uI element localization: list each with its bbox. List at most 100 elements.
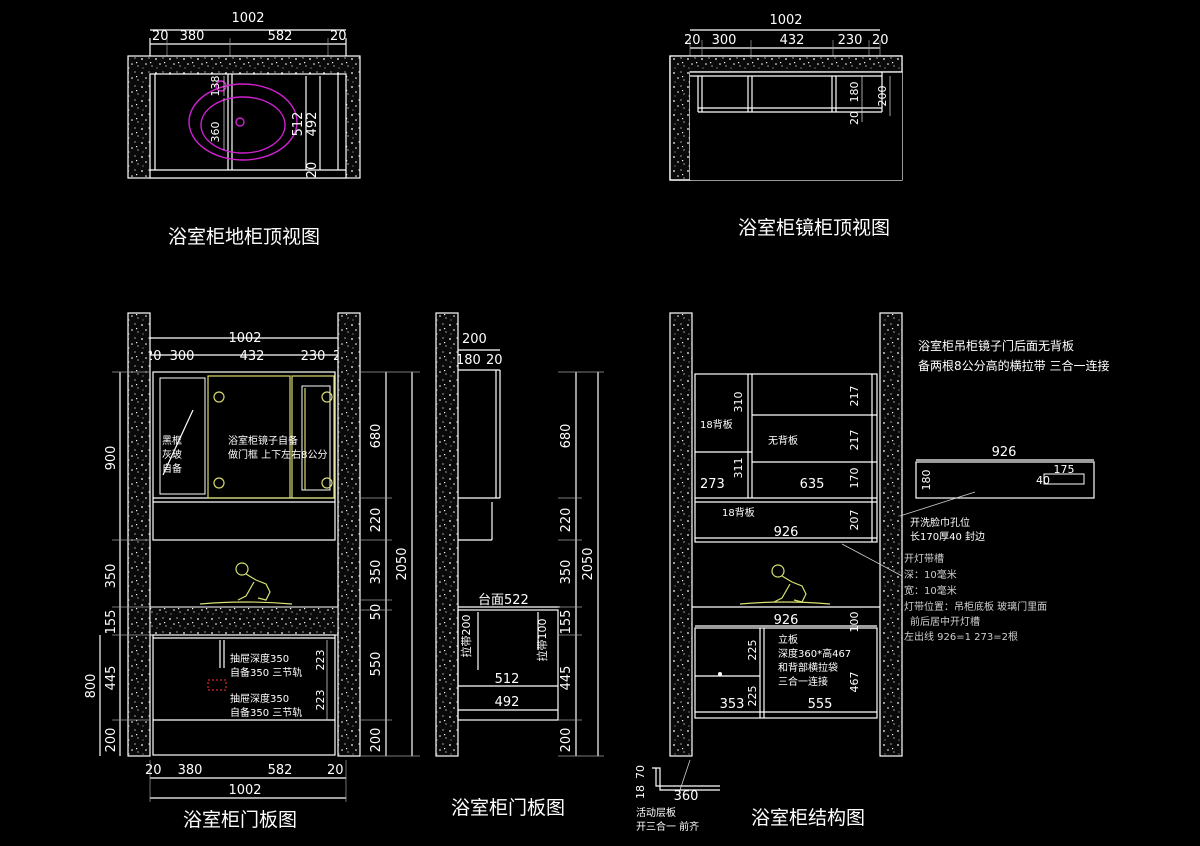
dim-2050: 2050 <box>395 547 410 580</box>
dim-926: 926 <box>774 613 799 628</box>
title-door-panel-side: 浴室柜门板图 <box>451 797 565 819</box>
dim-total-width: 1002 <box>228 331 261 346</box>
note-riser: 三合一连接 <box>778 675 828 688</box>
dim-800: 800 <box>84 674 99 699</box>
dim-200: 200 <box>462 332 487 347</box>
dim-926-detail: 926 <box>992 445 1017 460</box>
dim-2050: 2050 <box>581 547 596 580</box>
dim-part: 582 <box>268 29 293 44</box>
dim-50: 50 <box>369 604 384 621</box>
note-light-strip: 左出线 926=1 273=2根 <box>904 630 1018 643</box>
dim-217: 217 <box>848 386 861 407</box>
title-base-top-view: 浴室柜地柜顶视图 <box>168 226 320 248</box>
note-light-strip: 宽：10毫米 <box>904 584 957 597</box>
dim-467: 467 <box>848 672 861 693</box>
dim-70: 70 <box>634 765 647 779</box>
dim-360: 360 <box>209 122 222 143</box>
pull-band-right: 拉带100 <box>535 619 549 662</box>
note-drawer-rail: 自备350 三节轨 <box>230 706 302 719</box>
dim-100: 100 <box>848 612 861 633</box>
dim-217: 217 <box>848 430 861 451</box>
dim-220: 220 <box>559 508 574 533</box>
dim-200: 200 <box>104 728 119 753</box>
door-panel-front-elevation: 1002 20 300 432 230 20 黑框 灰玻 自备 浴室柜镜子自备 … <box>84 312 420 802</box>
dim-350: 350 <box>559 560 574 585</box>
dim-18: 18 <box>634 785 647 799</box>
note-light-strip: 前后居中开灯槽 <box>910 615 980 628</box>
dim-350: 350 <box>104 564 119 589</box>
dim-20: 20 <box>486 353 503 368</box>
dim-part: 20 <box>152 29 169 44</box>
dim-353: 353 <box>720 697 745 712</box>
dim-part: 432 <box>780 33 805 48</box>
dim-492: 492 <box>495 695 520 710</box>
note-shelf: 活动层板 <box>636 806 676 819</box>
dim-180: 180 <box>920 470 933 491</box>
dim-512: 512 <box>495 672 520 687</box>
dim-200: 200 <box>559 728 574 753</box>
counter-label: 台面522 <box>478 593 529 608</box>
dim-170: 170 <box>848 468 861 489</box>
dim-180: 180 <box>456 353 481 368</box>
pull-band-left: 拉带200 <box>459 615 473 658</box>
basin-outline <box>188 80 298 161</box>
note-riser: 深度360*高467 <box>778 647 851 660</box>
dim-207: 207 <box>848 510 861 531</box>
dim-492: 492 <box>305 112 320 137</box>
mirror-cabinet-top-view: 1002 20 300 432 230 20 20 180 200 <box>669 13 903 181</box>
note-no-back-panel: 浴室柜吊柜镜子门后面无背板 <box>918 338 1074 353</box>
faucet-symbol <box>739 564 831 605</box>
dim-512: 512 <box>291 112 306 137</box>
note-glass: 灰玻 <box>162 448 182 461</box>
dim-200: 200 <box>876 86 889 107</box>
note-riser: 和背部横拉袋 <box>778 661 838 674</box>
base-cabinet-top-view: 1002 20 380 582 20 138 360 512 492 20 <box>127 11 361 179</box>
note-mirror: 浴室柜镜子自备 <box>228 434 298 447</box>
note-drawer-depth: 抽屉深度350 <box>230 652 289 665</box>
dim-223: 223 <box>314 650 327 671</box>
dim-part: 20 <box>330 29 347 44</box>
dim-part: 20 <box>872 33 889 48</box>
dim-155: 155 <box>104 610 119 635</box>
dim-part: 20 <box>684 33 701 48</box>
note-pull-band: 备两根8公分高的横拉带 三合一连接 <box>918 358 1109 373</box>
dim-220: 220 <box>369 508 384 533</box>
dim-360: 360 <box>674 789 699 804</box>
title-structure: 浴室柜结构图 <box>751 807 865 829</box>
dim-155: 155 <box>559 610 574 635</box>
dim-part: 300 <box>712 33 737 48</box>
dim-223: 223 <box>314 690 327 711</box>
note-hole: 开洗脸巾孔位 <box>910 516 970 529</box>
dim-part: 20 <box>327 763 344 778</box>
dim-680: 680 <box>369 424 384 449</box>
note-light-strip: 灯带位置：吊柜底板 玻璃门里面 <box>904 600 1047 613</box>
note-glass: 自备 <box>162 462 182 475</box>
note-light-strip: 开灯带槽 <box>904 552 944 565</box>
dim-part: 230 <box>838 33 863 48</box>
dim-part: 300 <box>170 349 195 364</box>
board-label: 18背板 <box>700 418 733 431</box>
dim-part: 380 <box>180 29 205 44</box>
dim-total-width: 1002 <box>769 13 802 28</box>
note-mirror: 做门框 上下左右8公分 <box>228 448 328 461</box>
structure-elevation: 18背板 无背板 18背板 310 311 217 217 170 207 27… <box>634 312 1109 833</box>
dim-550: 550 <box>369 652 384 677</box>
dim-680: 680 <box>559 424 574 449</box>
dim-635: 635 <box>800 477 825 492</box>
dim-part: 582 <box>268 763 293 778</box>
title-mirror-top-view: 浴室柜镜柜顶视图 <box>738 217 890 239</box>
dim-20: 20 <box>305 162 320 179</box>
dim-555: 555 <box>808 697 833 712</box>
dim-part: 20 <box>145 763 162 778</box>
dim-total-width: 1002 <box>231 11 264 26</box>
note-riser: 立板 <box>778 633 798 646</box>
dim-part: 380 <box>178 763 203 778</box>
dim-273: 273 <box>700 477 725 492</box>
dim-900: 900 <box>104 446 119 471</box>
board-label: 无背板 <box>768 434 798 447</box>
title-door-panel-front: 浴室柜门板图 <box>183 809 297 831</box>
note-hole: 长170厚40 封边 <box>910 530 985 543</box>
dim-180: 180 <box>848 82 861 103</box>
dim-total-width: 1002 <box>228 783 261 798</box>
dim-310: 310 <box>732 392 745 413</box>
